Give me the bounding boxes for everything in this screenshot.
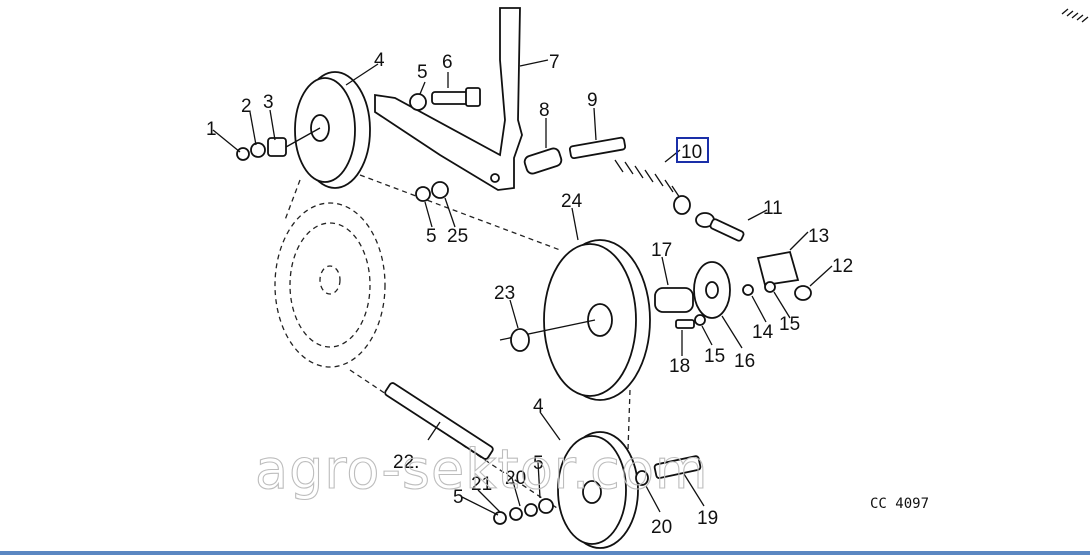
drawing-reference-code: CC 4097: [870, 496, 929, 512]
callout-part-5-lower-right: 5: [533, 453, 544, 474]
callout-part-17: 17: [651, 240, 672, 261]
washer-stack-left: [236, 127, 321, 161]
tension-spring: [614, 159, 691, 215]
callout-part-15-left: 15: [704, 346, 725, 367]
bushing-and-hub: [654, 261, 731, 319]
callout-part-4-lower: 4: [533, 396, 544, 417]
washers-mid-left: [415, 181, 449, 202]
callout-part-3: 3: [263, 92, 274, 113]
lower-bolt: [635, 455, 702, 486]
highlight-box-part-10: [676, 137, 709, 163]
bolt-and-nut-top: [409, 87, 481, 111]
callout-part-2: 2: [241, 96, 252, 117]
main-pulley: [499, 239, 651, 401]
callout-part-5-lower-left: 5: [453, 487, 464, 508]
callout-part-5-upper: 5: [417, 62, 428, 83]
callout-part-9: 9: [587, 90, 598, 111]
callout-part-6: 6: [442, 52, 453, 73]
callout-part-5-mid: 5: [426, 226, 437, 247]
sleeve-and-bolt: [523, 136, 627, 175]
callout-part-22: 22.: [393, 452, 419, 473]
part-callouts: 1 2 3 4 5 6 7 8 9 10 11 13 12 24 25 5 17…: [206, 50, 853, 538]
callout-part-7: 7: [549, 52, 560, 73]
watermark-text: agro-sektor.com: [255, 438, 709, 501]
callout-part-19: 19: [697, 508, 718, 529]
callout-part-1: 1: [206, 119, 217, 140]
callout-part-23: 23: [494, 283, 515, 304]
callout-part-15-right: 15: [779, 314, 800, 335]
callout-part-20-left: 20: [505, 468, 526, 489]
callout-part-4-upper: 4: [374, 50, 385, 71]
callout-part-13: 13: [808, 226, 829, 247]
callout-part-18: 18: [669, 356, 690, 377]
callout-part-12: 12: [832, 256, 853, 277]
callout-part-11: 11: [763, 198, 783, 219]
callout-part-24: 24: [561, 191, 583, 212]
callout-part-25: 25: [447, 226, 468, 247]
hub-bolts: [675, 281, 776, 329]
dashed-drive-pulley: [274, 202, 386, 368]
lower-pulley: [557, 431, 639, 549]
washer-stack-lower: [493, 498, 554, 525]
upper-idler-pulley: [294, 71, 371, 189]
callout-part-21: 21: [471, 474, 492, 495]
corner-hatch-mark: [1061, 8, 1089, 23]
mounting-bracket: [756, 250, 812, 301]
tensioner-arm: [374, 7, 523, 191]
callout-part-14: 14: [752, 322, 774, 343]
eye-bolt: [695, 212, 745, 242]
thrust-washer: [510, 328, 530, 352]
callout-part-16: 16: [734, 351, 755, 372]
bottom-border-bar: [0, 551, 1090, 555]
callout-part-20-right: 20: [651, 517, 672, 538]
callout-part-10: 10: [681, 142, 702, 163]
callout-part-8: 8: [539, 100, 550, 121]
drive-belt: [384, 382, 494, 460]
